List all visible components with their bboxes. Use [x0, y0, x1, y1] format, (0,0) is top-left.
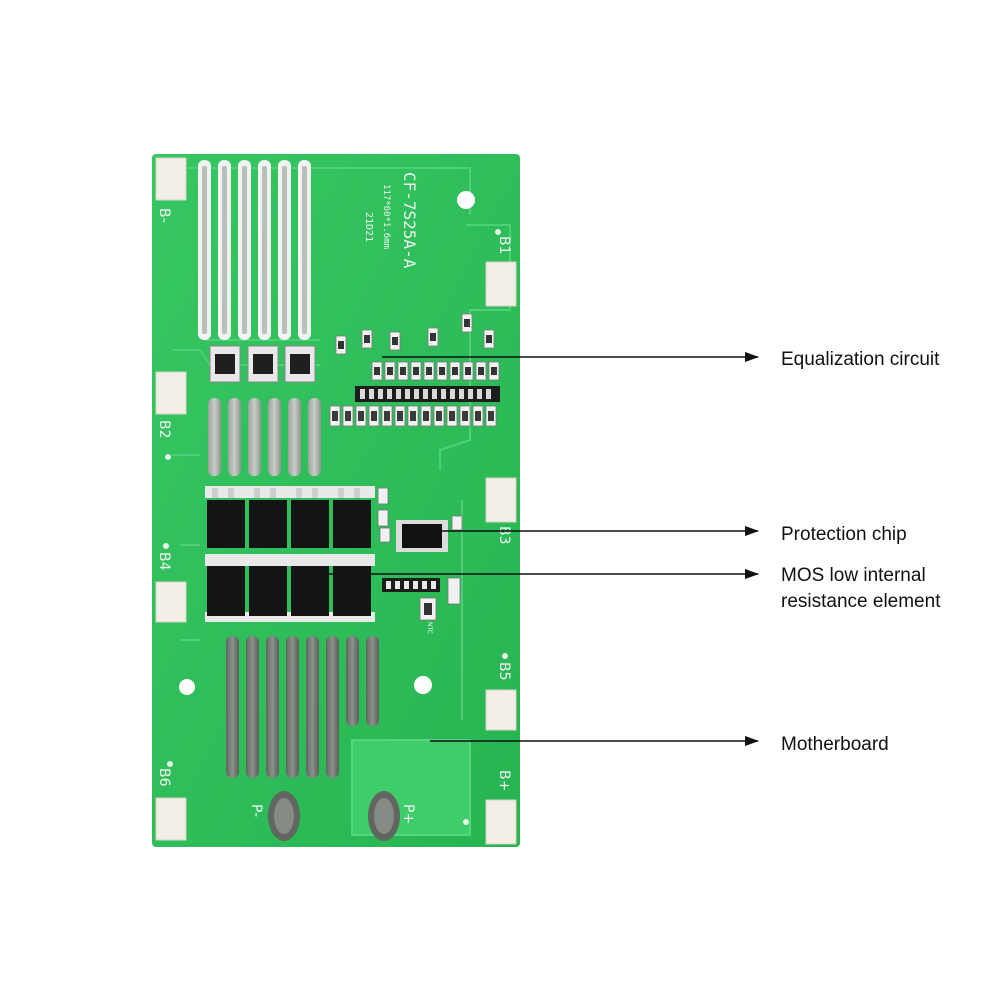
right-pads[interactable] [485, 261, 517, 845]
label-b5: B5 [496, 662, 512, 681]
bottom-trace-fingers [226, 636, 379, 778]
vias [163, 229, 508, 825]
callout-arrows [300, 352, 759, 746]
label-p-plus: P+ [400, 804, 416, 824]
equalization-resistor-array[interactable] [329, 313, 500, 427]
label-b2: B2 [156, 420, 172, 439]
protection-chip[interactable] [379, 515, 463, 552]
label-b-plus: B+ [496, 770, 512, 791]
pad-b6 [155, 797, 187, 841]
label-b-minus: B- [156, 208, 172, 223]
pad-b3 [485, 477, 517, 523]
label-b3: B3 [496, 526, 512, 545]
label-p-minus: P- [248, 804, 264, 817]
middle-trace-fingers [208, 398, 321, 476]
pad-b-minus [155, 157, 187, 201]
pad-b4 [155, 581, 187, 623]
pad-b5 [485, 689, 517, 731]
label-ntc: NTC [426, 622, 433, 634]
output-ports[interactable] [268, 791, 400, 841]
pad-b2 [155, 371, 187, 415]
left-pads[interactable] [155, 157, 187, 841]
callout-equalization-circuit: Equalization circuit [781, 349, 940, 370]
label-b6: B6 [156, 768, 172, 787]
silk-model: CF-7S25A-A [400, 172, 419, 269]
copper-outline-left [172, 349, 320, 641]
mounting-holes [179, 191, 475, 695]
pad-b-plus [485, 799, 517, 845]
silk-date: 21D21 [363, 212, 374, 242]
shunt-resistors [209, 345, 316, 383]
ntc-components [382, 577, 461, 621]
callout-motherboard: Motherboard [781, 734, 889, 755]
label-b4: B4 [156, 552, 172, 571]
label-b1: B1 [496, 236, 512, 255]
silk-size: 117*60*1.6mm [381, 184, 391, 249]
callout-mos-line2: resistance element [781, 591, 941, 612]
top-trace-inner [202, 166, 307, 334]
callout-protection-chip: Protection chip [781, 524, 907, 545]
callout-mos-line1: MOS low internal [781, 565, 926, 586]
mosfet-array[interactable] [205, 486, 389, 622]
copper-outline-right [439, 224, 511, 720]
pad-b1 [485, 261, 517, 307]
